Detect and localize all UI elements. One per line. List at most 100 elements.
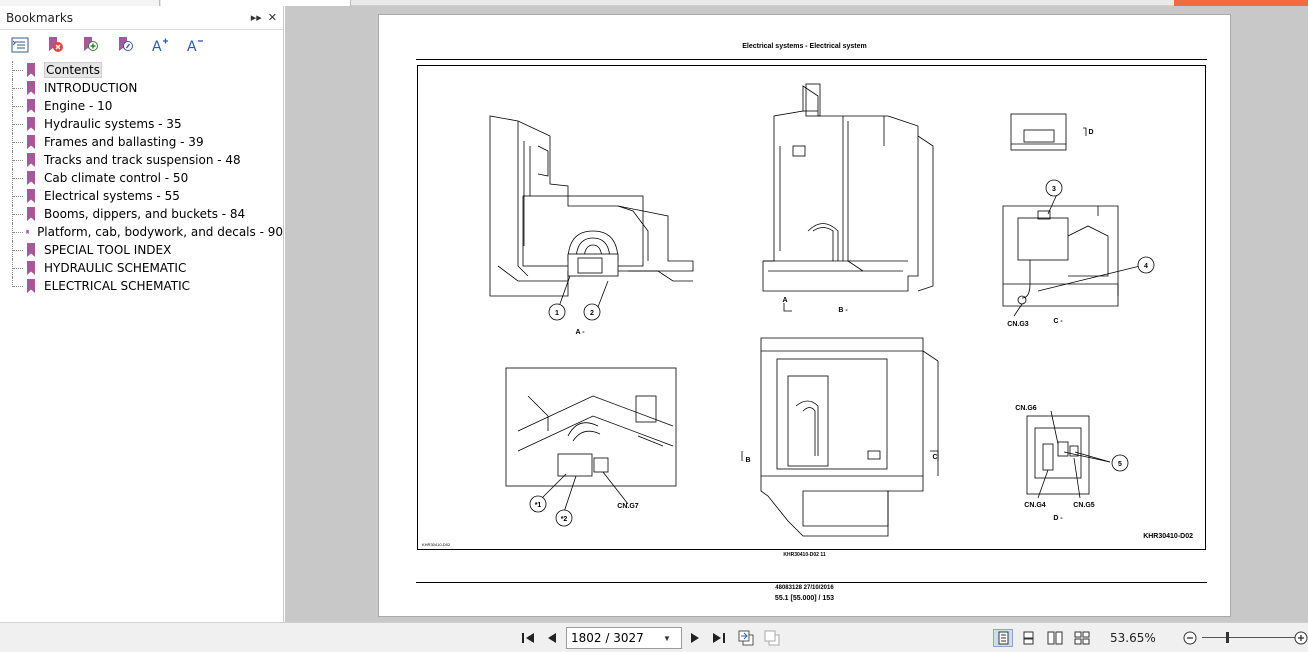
bookmark-label: Platform, cab, bodywork, and decals - 90 xyxy=(37,225,283,239)
bookmark-label: SPECIAL TOOL INDEX xyxy=(44,243,172,257)
view-c-drawing xyxy=(1002,205,1119,307)
callout-1: 1 xyxy=(555,310,559,317)
zoom-out-icon xyxy=(1183,631,1197,645)
previous-page-icon xyxy=(548,633,556,643)
continuous-page-icon xyxy=(1023,631,1034,645)
figure-frame: 1 2 3 4 5 *1 *2 A - B - C - D - CN.G3 CN… xyxy=(417,65,1206,550)
bookmark-icon xyxy=(27,189,35,203)
continuous-view-button[interactable] xyxy=(1018,629,1038,647)
svg-text:A: A xyxy=(187,39,197,53)
panel-options-icon[interactable]: ▸▸ xyxy=(250,12,262,24)
page-number-input[interactable] xyxy=(567,631,663,645)
figure-caption-small: KHR30410-D02 11 xyxy=(783,552,826,558)
zoom-in-icon xyxy=(1294,631,1308,645)
zoom-in-button[interactable] xyxy=(1294,629,1308,647)
decrease-font-icon[interactable]: A xyxy=(183,34,207,56)
bookmark-item[interactable]: Contents xyxy=(10,61,283,79)
zoom-slider-thumb[interactable] xyxy=(1226,632,1229,643)
zoom-level[interactable]: 53.65% xyxy=(1110,631,1156,645)
bookmark-item[interactable]: Platform, cab, bodywork, and decals - 90 xyxy=(10,223,283,241)
view-d-small-drawing xyxy=(1010,113,1067,151)
bookmark-item[interactable]: Cab climate control - 50 xyxy=(10,169,283,187)
footer-rule xyxy=(416,582,1207,583)
tree-connector xyxy=(12,241,24,259)
delete-bookmark-icon[interactable] xyxy=(43,34,67,56)
document-number: 48083128 27/10/2016 xyxy=(775,585,834,591)
tree-connector xyxy=(12,169,24,187)
bookmark-label: Engine - 10 xyxy=(44,99,113,113)
bookmark-icon xyxy=(27,261,35,275)
bookmark-icon xyxy=(27,153,35,167)
document-tab[interactable] xyxy=(0,0,160,6)
arrow-label-b: B xyxy=(745,457,750,464)
tab-strip xyxy=(0,0,1308,6)
bookmark-item[interactable]: INTRODUCTION xyxy=(10,79,283,97)
next-page-button[interactable] xyxy=(685,629,705,647)
bookmark-item[interactable]: Frames and ballasting - 39 xyxy=(10,133,283,151)
zoom-slider[interactable] xyxy=(1202,637,1296,638)
page-number-field[interactable]: ▼ xyxy=(566,627,682,649)
bookmark-item[interactable]: Hydraulic systems - 35 xyxy=(10,115,283,133)
bookmark-item[interactable]: ELECTRICAL SCHEMATIC xyxy=(10,277,283,295)
bookmarks-header: Bookmarks ▸▸ ✕ xyxy=(0,6,283,30)
last-page-button[interactable] xyxy=(709,629,729,647)
tree-connector xyxy=(12,277,24,287)
callout-star-2: *2 xyxy=(561,516,568,523)
bookmark-label: HYDRAULIC SCHEMATIC xyxy=(44,261,187,275)
bookmark-icon xyxy=(27,117,35,131)
continuous-facing-view-button[interactable] xyxy=(1072,629,1092,647)
tree-connector xyxy=(12,259,24,277)
view-a-drawing xyxy=(489,115,694,297)
tree-connector xyxy=(12,79,24,97)
bookmark-icon xyxy=(27,99,35,113)
close-panel-icon[interactable]: ✕ xyxy=(267,12,277,24)
next-view-button[interactable] xyxy=(762,629,782,647)
bookmark-label: Booms, dippers, and buckets - 84 xyxy=(44,207,246,221)
bookmark-icon xyxy=(27,63,35,77)
bookmark-item[interactable]: Booms, dippers, and buckets - 84 xyxy=(10,205,283,223)
page-dropdown-icon[interactable]: ▼ xyxy=(663,633,671,643)
bookmark-item[interactable]: HYDRAULIC SCHEMATIC xyxy=(10,259,283,277)
bookmark-item[interactable]: Tracks and track suspension - 48 xyxy=(10,151,283,169)
bookmark-label: Tracks and track suspension - 48 xyxy=(44,153,241,167)
connector-cn-g4: CN.G4 xyxy=(1024,502,1046,509)
tree-connector xyxy=(12,187,24,205)
bookmark-item[interactable]: Engine - 10 xyxy=(10,97,283,115)
page-header: Electrical systems - Electrical system xyxy=(742,43,867,50)
figure-id-small: KHR30410-D02 xyxy=(422,542,451,547)
expand-all-icon[interactable] xyxy=(8,34,32,56)
zoom-out-button[interactable] xyxy=(1180,629,1200,647)
tree-connector xyxy=(12,133,24,151)
document-view[interactable]: Electrical systems - Electrical system xyxy=(285,6,1308,622)
view-label-c: C - xyxy=(1053,318,1063,325)
pdf-page: Electrical systems - Electrical system xyxy=(378,14,1231,617)
tree-connector xyxy=(12,61,24,79)
connector-cn-g5: CN.G5 xyxy=(1073,502,1095,509)
previous-page-button[interactable] xyxy=(542,629,562,647)
bookmark-item[interactable]: Electrical systems - 55 xyxy=(10,187,283,205)
view-label-d: D - xyxy=(1053,515,1063,522)
previous-view-button[interactable] xyxy=(736,629,756,647)
bookmark-label: Frames and ballasting - 39 xyxy=(44,135,204,149)
bookmark-label: Electrical systems - 55 xyxy=(44,189,180,203)
section-page-number: 55.1 [55.000] / 153 xyxy=(774,595,835,602)
callout-3: 3 xyxy=(1052,186,1056,193)
increase-font-icon[interactable]: A xyxy=(148,34,172,56)
single-page-view-button[interactable] xyxy=(993,629,1013,647)
next-view-icon xyxy=(764,630,780,646)
bookmark-label: Contents xyxy=(44,62,102,78)
bookmark-item[interactable]: SPECIAL TOOL INDEX xyxy=(10,241,283,259)
tabstrip-accent xyxy=(1174,0,1308,6)
bookmark-icon xyxy=(27,207,35,221)
facing-view-button[interactable] xyxy=(1045,629,1065,647)
view-label-a: A - xyxy=(575,329,585,336)
bookmark-icon xyxy=(26,229,29,235)
bookmark-properties-icon[interactable] xyxy=(113,34,137,56)
first-page-button[interactable] xyxy=(518,629,538,647)
bookmarks-title: Bookmarks xyxy=(6,10,74,25)
add-bookmark-icon[interactable] xyxy=(78,34,102,56)
first-page-icon xyxy=(522,633,534,643)
document-tab-active[interactable] xyxy=(161,0,351,6)
svg-text:A: A xyxy=(152,39,162,53)
bookmark-icon xyxy=(27,243,35,257)
